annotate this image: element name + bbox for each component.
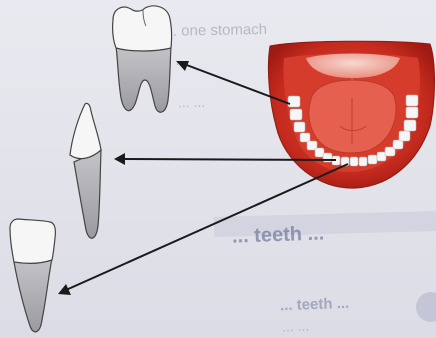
canine-tooth-icon: [70, 103, 101, 238]
molar-tooth-icon: [113, 6, 172, 112]
open-mouth-icon: [268, 41, 434, 188]
arrow-to-incisor: [58, 164, 348, 295]
incisor-tooth-icon: [10, 219, 55, 332]
